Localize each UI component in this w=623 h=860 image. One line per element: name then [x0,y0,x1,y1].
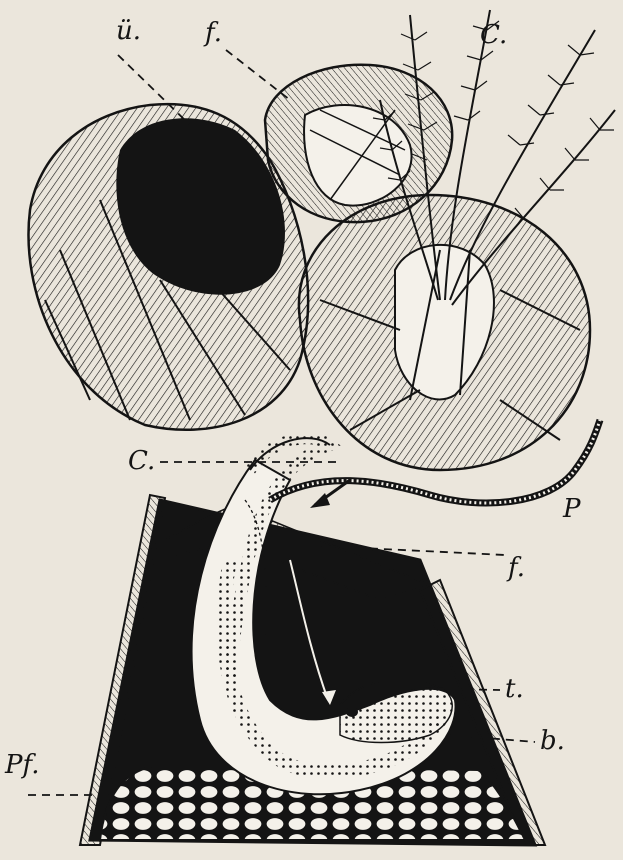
label-t: t. [505,676,524,702]
left-shell [28,104,308,430]
label-f-mid: f. [508,555,525,581]
label-c-mid: C. [128,448,155,474]
label-pf: Pf. [5,752,39,778]
label-b: b. [540,728,565,754]
sectional-view [80,420,600,845]
label-u: ü. [116,18,141,44]
right-shell [299,195,590,470]
label-c-top: C. [480,22,507,48]
label-f-top: f. [205,20,222,46]
label-p: P [563,496,581,522]
